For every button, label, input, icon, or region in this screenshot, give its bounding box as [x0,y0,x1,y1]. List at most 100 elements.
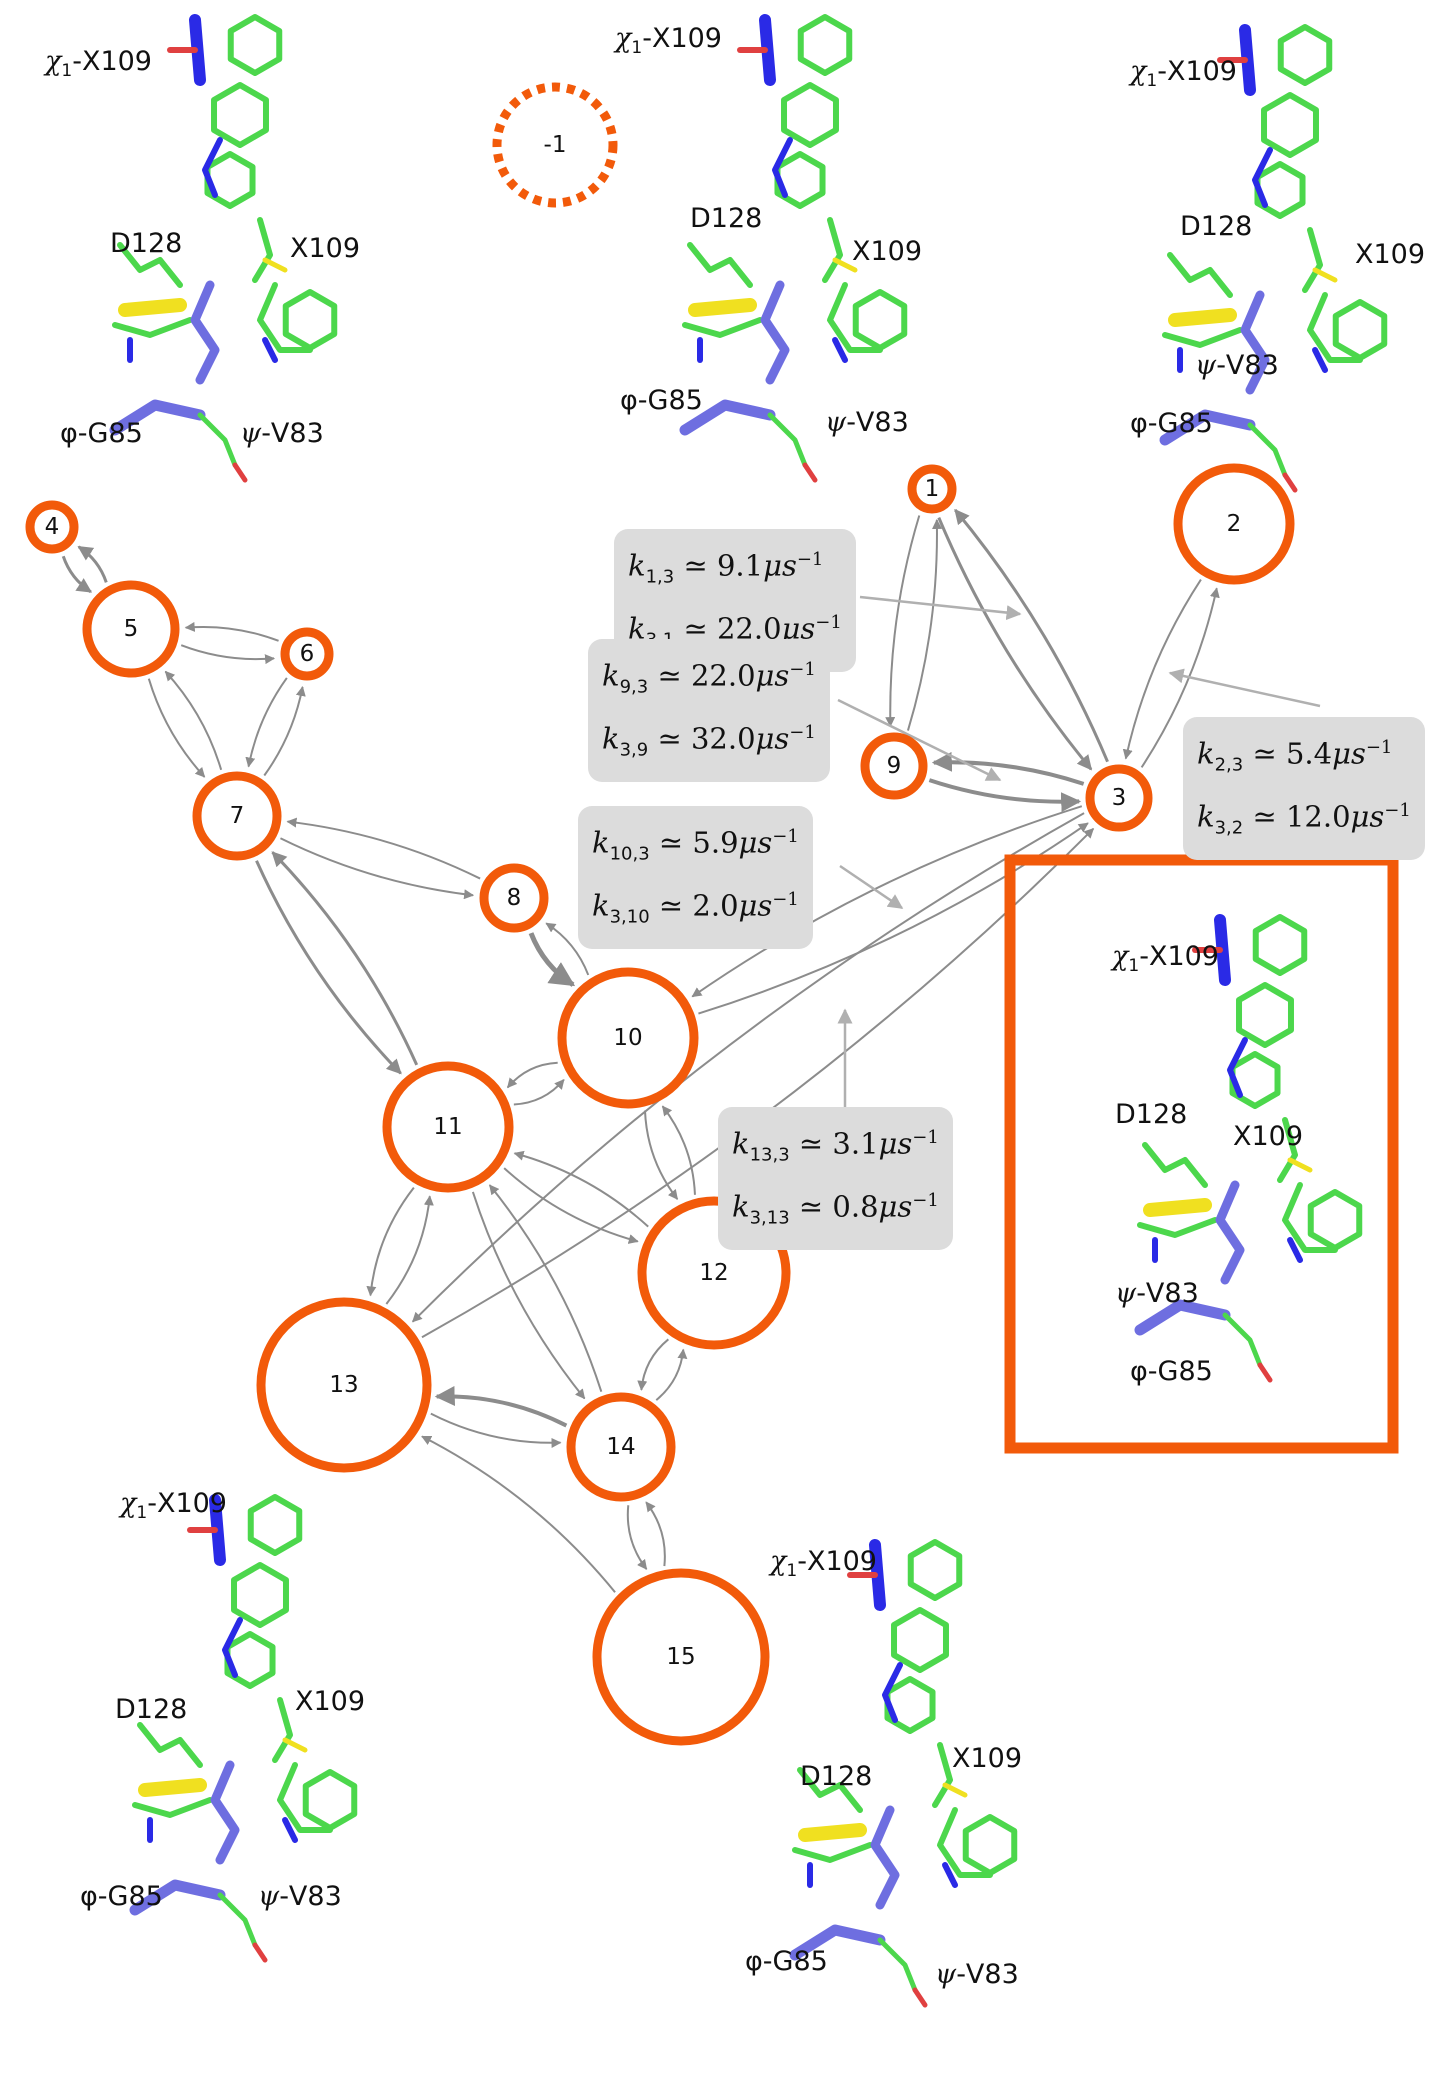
bond-stick [907,1539,963,1601]
structure-label-x109: X109 [290,233,360,264]
structure-label-d128: D128 [110,228,182,259]
structure-label-psi: ψ-V83 [825,407,909,438]
bond-stick [1307,1189,1363,1251]
bond-stick [679,399,776,436]
structure-label-psi: ψ-V83 [935,1959,1019,1990]
rate-line: k2,3 ≃ 5.4μs−1 [1197,736,1393,776]
edge-9-to-1 [906,518,943,731]
node-ring [1173,463,1295,585]
structure-label-chi: χ1-X109 [43,46,152,81]
bond-stick [852,289,908,351]
bond-stick [774,151,826,209]
node-ring [25,500,79,554]
edge-11-to-7 [271,851,419,1066]
bond-stick [262,257,288,273]
bond-stick [282,289,338,351]
rate-line: k9,3 ≃ 22.0μs−1 [602,658,816,698]
bond-stick [1229,1051,1281,1109]
edge-14-to-12 [655,1348,688,1401]
bond-stick [1159,409,1256,446]
structure-label-chi: χ1-X109 [768,1546,877,1581]
node-label: 8 [507,885,522,911]
node-ring [907,464,957,514]
bond-stick [1302,227,1323,293]
edge-10-to-11 [506,1061,558,1089]
node-label: 10 [613,1025,642,1051]
edge-13-to-14 [430,1412,562,1448]
bond-stick [1142,1142,1208,1188]
state-node-2: 2 [1173,463,1295,585]
bond-stick [217,1892,258,1948]
structure-label-x109: X109 [1233,1121,1303,1152]
bond-stick [210,1760,240,1865]
edge-3-to-10 [691,805,1083,998]
edge-1-to-3 [937,517,1093,771]
edge-1-to-9 [885,515,921,728]
state-node-14: 14 [566,1392,676,1502]
bond-stick [1215,1180,1245,1285]
bond-stick [962,1814,1018,1876]
edge-4-to-5 [61,555,93,594]
edge-3-to-1 [954,508,1109,763]
bond-stick [1312,267,1338,283]
edge-11-to-14 [471,1191,586,1400]
state-node-13: 13 [256,1297,432,1473]
bond-stick [137,1722,203,1768]
bond-stick [227,14,283,76]
bond-stick [1236,982,1294,1048]
bond-stick [109,399,206,436]
edge-11-to-12 [503,1167,639,1244]
rate-box-13-3: k13,3 ≃ 3.1μs−1 k3,13 ≃ 0.8μs−1 [718,1107,953,1250]
structure-label-phi_g85: φ-G85 [1130,1356,1213,1387]
structure-label-d128: D128 [1115,1099,1187,1130]
bond-stick [797,14,853,76]
structure-label-chi: χ1-X109 [118,1488,227,1523]
structure-label-d128: D128 [1180,211,1252,242]
bond-stick [832,257,858,273]
bond-stick [1277,24,1333,86]
structure-label-d128: D128 [800,1761,872,1792]
bond-stick [832,337,848,363]
bond-stick [277,1762,333,1833]
rate-line: k1,3 ≃ 9.1μs−1 [628,548,824,588]
state-node-10: 10 [557,967,699,1109]
rate-pointer-line [859,595,1022,621]
rate-line: k3,9 ≃ 32.0μs−1 [602,722,816,761]
bond-stick [1254,161,1306,219]
bond-stick [767,412,808,468]
state-node-6: 6 [280,627,334,681]
bond-stick [822,217,843,283]
bond-stick [688,298,757,317]
node-label: 2 [1227,511,1242,537]
structure-label-psi: ψ-V83 [240,418,324,449]
rate-pointer-line [837,698,1002,782]
edge-6-to-5 [184,621,279,642]
bond-stick [197,412,238,468]
edge-13-to-11 [385,1195,434,1305]
bond-stick [1222,1312,1263,1368]
bond-stick [1287,1237,1303,1263]
edge-3-to-13 [411,812,1085,1323]
bond-stick [1227,1037,1248,1098]
bond-stick [687,242,753,288]
node-ring [557,967,699,1109]
edge-15-to-13 [421,1435,616,1593]
node-ring [592,1568,770,1746]
bond-stick [884,1676,936,1734]
bond-stick [772,137,793,198]
node-ring [492,82,618,208]
node-label: 11 [433,1114,462,1140]
state-node-7: 7 [192,771,282,861]
structure-label-x109: X109 [952,1743,1022,1774]
edge-10-to-8 [545,922,590,976]
node-label: 1 [925,476,940,502]
structure-label-phi_g85: φ-G85 [1130,408,1213,439]
state-node-5: 5 [82,580,180,678]
node-ring [82,580,180,678]
rate-box-10-3: k10,3 ≃ 5.9μs−1 k3,10 ≃ 2.0μs−1 [578,806,813,949]
bond-stick [882,1662,903,1723]
bond-stick [1332,299,1388,361]
edge-15-to-14 [645,1501,666,1567]
